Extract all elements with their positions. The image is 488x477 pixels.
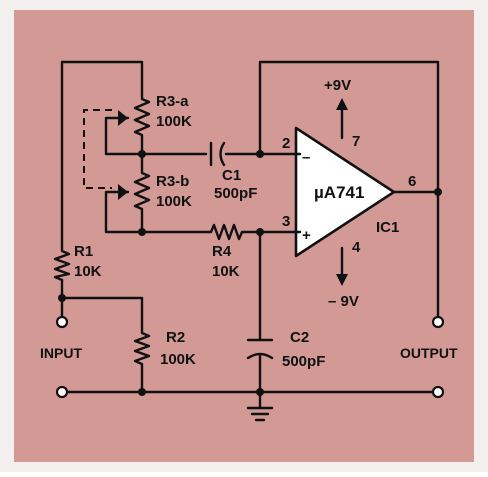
r2-name-label: R2 [166,329,185,346]
pin6-label: 6 [408,173,416,190]
r3b-name-label: R3-b [156,173,189,190]
ground-symbol-icon [246,406,274,422]
opamp-ic1-symbol [294,126,396,258]
vminus-arrow-icon [336,274,348,286]
opamp-minus-sign: – [302,149,310,166]
wire-r3a-wiper [104,116,144,156]
wire-to-r2 [60,296,144,332]
supply-arrows [336,98,348,286]
pin7-label: 7 [352,133,360,150]
wire-r3b-wiper [104,190,144,234]
r1-value-label: 10K [74,263,102,280]
c2-value-label: 500pF [282,353,325,370]
input-terminal-bottom-icon [55,385,69,399]
junction-dots [58,150,442,396]
c1-name-label: C1 [222,167,241,184]
capacitor-c2-symbol [246,338,274,360]
resistor-r1-symbol [53,246,71,282]
opamp-plus-sign: + [302,227,311,244]
r3b-value-label: 100K [156,193,192,210]
resistor-r2-symbol [133,328,151,368]
input-terminal-top-icon [55,315,69,329]
c1-value-label: 500pF [214,185,257,202]
opamp-part-label: µA741 [314,183,364,202]
ic1-name-label: IC1 [376,219,399,236]
capacitor-c1-symbol [209,141,226,167]
output-port-label: OUTPUT [400,345,458,361]
c2-name-label: C2 [290,329,309,346]
wire-top-left [60,60,144,98]
vminus-label: – 9V [328,293,359,310]
schematic-panel [14,10,474,462]
input-port-label: INPUT [40,345,82,361]
r3a-name-label: R3-a [156,93,189,110]
resistor-r4-symbol [206,223,246,241]
gang-link-dashed [83,109,112,189]
pin2-label: 2 [282,135,290,152]
pin3-label: 3 [282,213,290,230]
r3a-wiper-arrow-icon [118,110,128,126]
r3a-value-label: 100K [156,113,192,130]
r1-name-label: R1 [74,243,93,260]
r4-name-label: R4 [212,243,232,260]
r2-value-label: 100K [160,351,196,368]
output-terminal-bottom-icon [431,385,445,399]
r3b-wiper-arrow-icon [118,184,128,200]
resistor-r3a-symbol [133,94,151,140]
output-terminal-top-icon [431,315,445,329]
vplus-label: +9V [324,77,351,94]
pin4-label: 4 [352,239,361,256]
resistor-r3b-symbol [133,168,151,214]
r4-value-label: 10K [212,263,240,280]
vplus-arrow-icon [336,98,348,110]
